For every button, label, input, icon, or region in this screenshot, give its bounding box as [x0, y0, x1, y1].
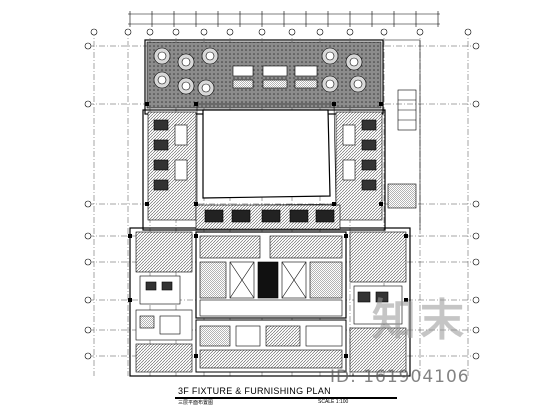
column: [344, 234, 348, 238]
column: [404, 298, 408, 302]
grid-bubble: [84, 200, 92, 208]
grid-bubbles: [84, 28, 480, 360]
round-table-top: [181, 81, 191, 91]
column: [344, 354, 348, 358]
column: [194, 102, 198, 106]
drawing-title: 3F FIXTURE & FURNISHING PLAN: [178, 386, 331, 396]
column: [128, 234, 132, 238]
grid-bubble: [84, 232, 92, 240]
column: [128, 298, 132, 302]
grid-bubble: [472, 258, 480, 266]
grid-bubble: [380, 28, 388, 36]
round-table-top: [349, 57, 359, 67]
grid-bubble: [472, 100, 480, 108]
grid-bubble: [346, 28, 354, 36]
round-table-top: [205, 51, 215, 61]
grid-bubble: [226, 28, 234, 36]
grid-bubble: [172, 28, 180, 36]
south-seating-band: [195, 204, 341, 230]
column: [379, 202, 383, 206]
grid-bubble: [90, 28, 98, 36]
grid-bubble: [464, 28, 472, 36]
structural-columns: [128, 102, 408, 358]
column: [145, 102, 149, 106]
column: [194, 234, 198, 238]
column: [404, 234, 408, 238]
grid-bubble: [288, 28, 296, 36]
round-table-top: [201, 83, 211, 93]
round-table-top: [181, 57, 191, 67]
column: [194, 354, 198, 358]
west-wing-seating: [147, 111, 197, 221]
grid-bubble: [200, 28, 208, 36]
round-table-top: [325, 79, 335, 89]
grid-bubble: [258, 28, 266, 36]
east-lower-rooms: [349, 231, 407, 373]
banquette-seating: [232, 65, 318, 89]
drawing-subtitle: 三层平面布置图: [178, 400, 214, 406]
east-wing-seating: [335, 111, 383, 221]
grid-bubble: [84, 352, 92, 360]
column: [332, 202, 336, 206]
watermark-logo: 知末: [372, 295, 468, 346]
grid-bubble: [84, 296, 92, 304]
east-terrace: [383, 39, 421, 230]
grid-bubble: [472, 326, 480, 334]
courtyard-void: [196, 103, 337, 207]
watermark-id: ID: 161904106: [330, 367, 470, 387]
grid-bubble: [84, 100, 92, 108]
grid-bubble: [472, 296, 480, 304]
column: [145, 202, 149, 206]
round-table-top: [157, 75, 167, 85]
grid-bubble: [84, 42, 92, 50]
round-table-top: [353, 79, 363, 89]
drawing-scale: SCALE 1:100: [318, 399, 349, 405]
top-dimension-ticks: [129, 11, 439, 27]
title-underline: [175, 397, 397, 399]
west-lower-rooms: [135, 231, 193, 373]
service-core: [195, 231, 347, 319]
column: [194, 202, 198, 206]
grid-bubble: [316, 28, 324, 36]
grid-bubble: [124, 28, 132, 36]
grid-bubble: [472, 200, 480, 208]
grid-bubble: [84, 258, 92, 266]
round-table-top: [325, 51, 335, 61]
round-table-top: [157, 51, 167, 61]
column: [332, 102, 336, 106]
grid-bubble: [472, 352, 480, 360]
south-rooms: [195, 319, 347, 373]
dining-tables: [153, 47, 367, 97]
grid-bubble: [472, 42, 480, 50]
grid-bubble: [146, 28, 154, 36]
grid-bubble: [416, 28, 424, 36]
grid-bubble: [84, 326, 92, 334]
grid-bubble: [472, 232, 480, 240]
column: [379, 102, 383, 106]
